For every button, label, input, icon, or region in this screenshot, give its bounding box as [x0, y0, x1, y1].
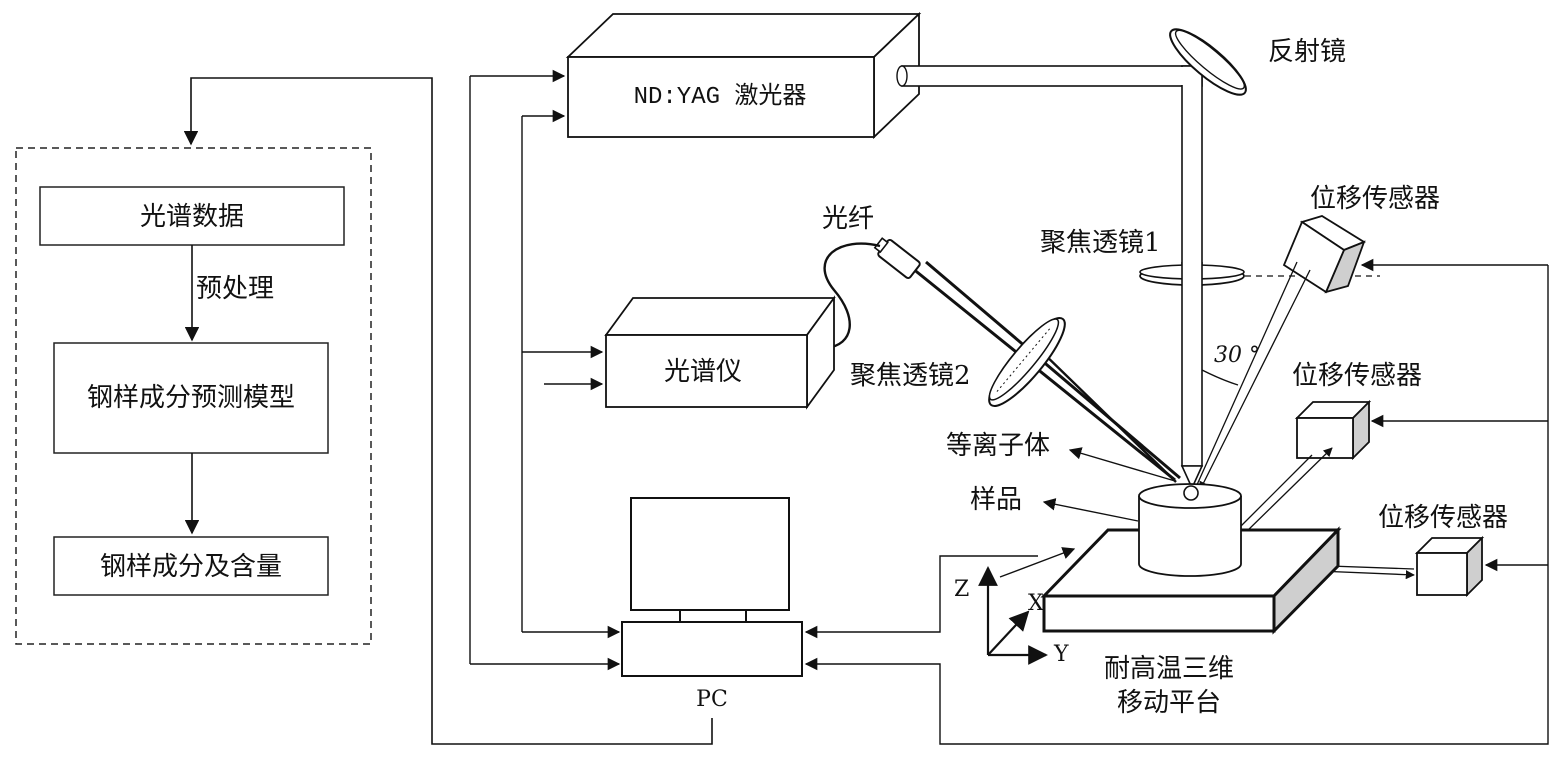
axis-x-label: X [1028, 591, 1044, 616]
fiber-connector [873, 237, 921, 279]
pc-to-processing-line [183, 77, 713, 745]
sample-label: 样品 [970, 485, 1022, 515]
pc-computer [621, 497, 803, 677]
focus-lens-1-label: 聚焦透镜1 [1040, 228, 1161, 258]
result-box [53, 536, 329, 596]
stage-label-line1: 耐高温三维 [1104, 654, 1234, 684]
mirror [1169, 28, 1247, 96]
result-label: 钢样成分及含量 [100, 552, 282, 582]
displacement-sensor-3 [1414, 535, 1485, 598]
processing-dashed-frame [15, 147, 372, 645]
focus-lens-2 [988, 317, 1066, 407]
xyz-axes [978, 566, 1048, 665]
displacement-sensor-3-label: 位移传感器 [1378, 503, 1508, 533]
sensor2-beam-a [1239, 454, 1313, 528]
prediction-model-label: 钢样成分预测模型 [87, 383, 295, 413]
angle-label: 30 ° [1214, 343, 1260, 368]
plasma-spot [1183, 485, 1199, 501]
sensor2-beam-b [1243, 447, 1333, 535]
displacement-sensor-2 [1294, 399, 1372, 461]
displacement-sensor-1-label: 位移传感器 [1310, 184, 1440, 214]
plasma-label: 等离子体 [946, 431, 1050, 461]
spectral-data-label: 光谱数据 [140, 202, 244, 232]
spectrometer-label: 光谱仪 [664, 357, 742, 387]
optical-fiber [823, 242, 881, 350]
laser-label: ND:YAG 激光器 [634, 82, 807, 111]
focus-lens-2-label: 聚焦透镜2 [850, 361, 971, 391]
focus-lens-1 [1139, 262, 1245, 286]
sensor1-beam-a [1195, 261, 1298, 488]
spectrometer-box [604, 295, 836, 410]
axis-z-label: Z [954, 577, 969, 602]
stage-pointer [999, 547, 1076, 578]
fiber-label: 光纤 [822, 204, 874, 234]
laser-box [565, 11, 922, 140]
displacement-sensor-1 [1282, 215, 1366, 294]
angle-arc [1201, 369, 1239, 386]
stage-label-line2: 移动平台 [1117, 688, 1221, 718]
mirror-label: 反射镜 [1268, 37, 1346, 67]
axis-y-label: Y [1053, 642, 1069, 667]
collection-cone [911, 260, 1181, 483]
pc-label: PC [696, 687, 728, 712]
prediction-model-box [53, 342, 329, 454]
spectral-data-box [39, 186, 345, 246]
control-lines [469, 69, 1549, 745]
plasma-pointer [1068, 447, 1176, 482]
preprocess-label: 预处理 [196, 274, 274, 304]
displacement-sensor-2-label: 位移传感器 [1292, 361, 1422, 391]
sensor1-beam-b [1199, 269, 1311, 491]
sample-pointer [1042, 498, 1139, 522]
